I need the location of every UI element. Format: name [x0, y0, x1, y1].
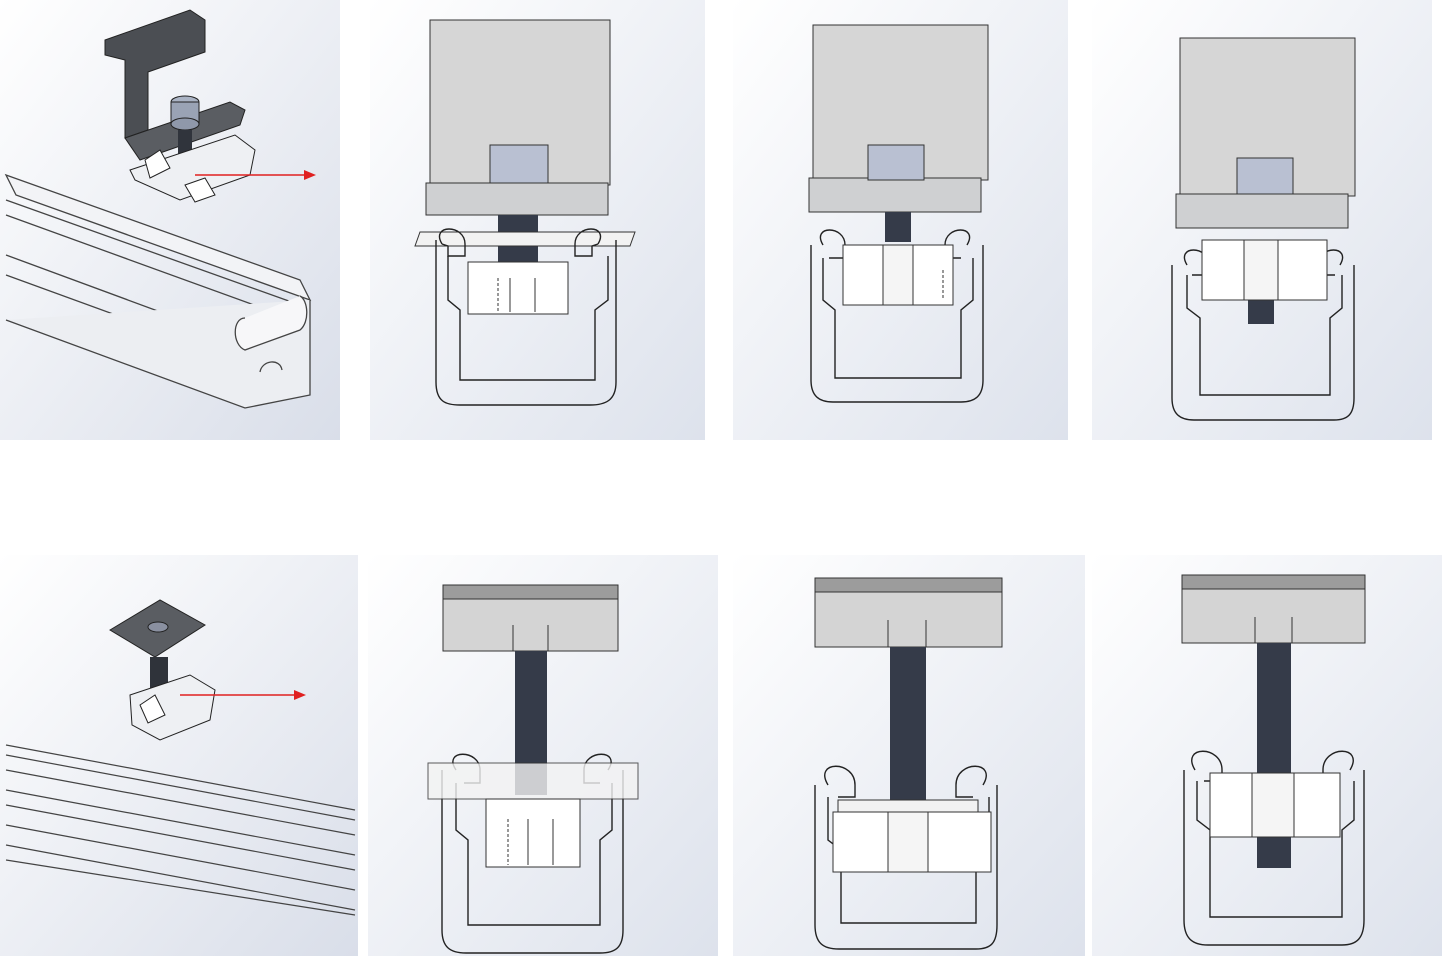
mid-clamp-stage-1-panel [368, 555, 718, 956]
t-nut [485, 798, 581, 868]
end-clamp-stage-3-panel [1092, 0, 1432, 440]
bolt-head [489, 144, 549, 184]
rail-profile [4, 173, 312, 409]
mid-clamp-stage-3-drawing [1092, 555, 1442, 956]
mid-clamp-stage-2-panel [733, 555, 1085, 956]
end-clamp-stage-2-panel [733, 0, 1068, 440]
direction-arrow [180, 690, 306, 700]
end-clamp-stage-1-panel [370, 0, 705, 440]
bolt-shaft [890, 647, 926, 817]
bolt-head [867, 144, 925, 181]
iso-end-clamp-drawing [0, 0, 340, 440]
clamp-top-strip [1181, 574, 1366, 590]
mid-clamp-stage-1-drawing [368, 555, 718, 956]
clamp-top-strip [442, 584, 619, 600]
clamp-top-strip [814, 577, 1003, 593]
clamp-plate [814, 591, 1003, 648]
bolt-head [1236, 157, 1294, 195]
clip-plate [837, 799, 979, 813]
iso-end-clamp-panel [0, 0, 340, 440]
mid-clamp-stage-3-panel [1092, 555, 1442, 956]
mid-clamp-part [109, 599, 216, 741]
clamp-plate [1175, 193, 1349, 229]
rail-cross-section [1183, 750, 1365, 946]
clamp-plate [425, 182, 609, 216]
rail-profile [5, 744, 356, 916]
mid-clamp-stage-2-drawing [733, 555, 1085, 956]
iso-mid-clamp-panel [0, 555, 358, 956]
rail-cross-section [435, 228, 617, 406]
end-clamp-stage-2-drawing [733, 0, 1068, 440]
clip-plate [414, 231, 636, 247]
clamp-plate [1181, 588, 1366, 644]
end-clamp-stage-3-drawing [1092, 0, 1432, 440]
t-nut [467, 261, 569, 315]
clamp-plate [808, 177, 982, 213]
direction-arrow [195, 170, 316, 180]
clip-plate [427, 762, 639, 800]
iso-mid-clamp-drawing [0, 555, 358, 956]
end-clamp-stage-1-drawing [370, 0, 705, 440]
end-clamp-part [104, 9, 256, 203]
clamp-plate [442, 598, 619, 652]
bolt-shaft [885, 212, 911, 242]
